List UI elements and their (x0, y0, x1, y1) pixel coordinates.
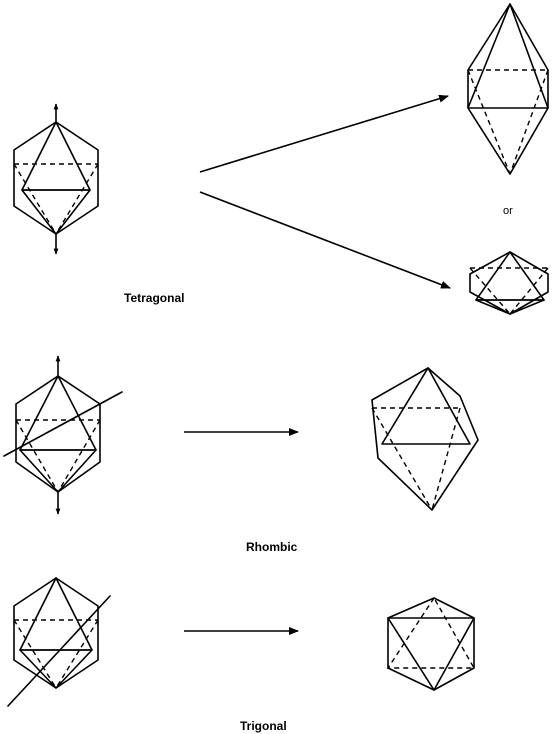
arrow-to-compressed (199, 191, 451, 289)
arrow-to-elongated (199, 94, 449, 173)
label-rhombic: Rhombic (246, 540, 298, 554)
label-trigonal: Trigonal (240, 719, 287, 733)
octahedron-elongated (467, 3, 549, 175)
octahedron-trigonal-source (7, 577, 111, 707)
label-or: or (503, 205, 513, 217)
octahedron-rhombic (371, 367, 479, 511)
octahedron-trigonal (386, 596, 476, 691)
octahedron-rhombic-source (3, 355, 123, 515)
octahedron-tetragonal-source (13, 103, 99, 255)
octahedron-compressed (469, 251, 549, 315)
rhombic-axis-line (3, 391, 123, 457)
label-tetragonal: Tetragonal (124, 291, 184, 305)
trigonal-axis-line (7, 595, 111, 707)
